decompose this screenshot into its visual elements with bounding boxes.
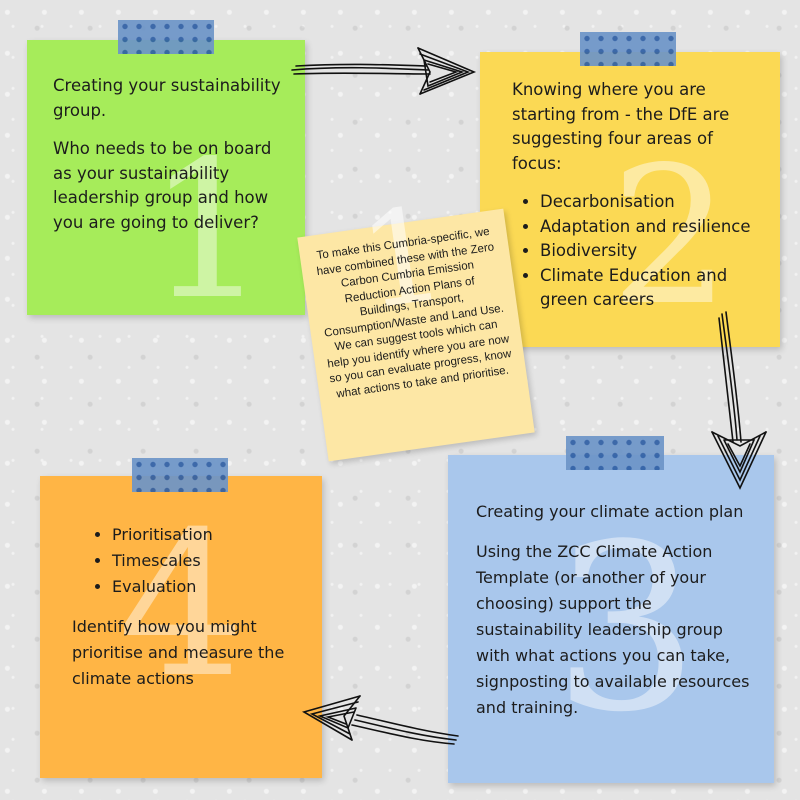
item-evaluation: Evaluation — [112, 574, 304, 600]
step-4-body: Identify how you might prioritise and me… — [72, 617, 285, 688]
focus-item-decarbonisation: Decarbonisation — [540, 190, 766, 215]
step-2-focus-list: Decarbonisation Adaptation and resilienc… — [512, 190, 766, 313]
step-4-list: Prioritisation Timescales Evaluation — [72, 522, 304, 600]
focus-item-biodiversity: Biodiversity — [540, 239, 766, 264]
step-1-note: 1 Creating your sustainability group. Wh… — [27, 40, 305, 326]
tape-3 — [566, 436, 664, 470]
step-3-heading: Creating your climate action plan — [476, 502, 744, 521]
tape-2 — [580, 32, 676, 66]
step-2-note: 2 Knowing where you are starting from - … — [480, 52, 780, 347]
tape-1 — [118, 20, 214, 54]
item-prioritisation: Prioritisation — [112, 522, 304, 548]
focus-item-climate-education: Climate Education and green careers — [540, 264, 766, 313]
step-4-note: 4 Prioritisation Timescales Evaluation I… — [40, 476, 322, 778]
item-timescales: Timescales — [112, 548, 304, 574]
step-1-body: Who needs to be on board as your sustain… — [53, 139, 272, 232]
tape-4 — [132, 458, 228, 492]
step-3-note: 3 Creating your climate action plan Usin… — [448, 455, 774, 783]
step-1-heading: Creating your sustainability group. — [53, 76, 281, 120]
step-3-body: Using the ZCC Climate Action Template (o… — [476, 542, 750, 717]
step-2-heading: Knowing where you are starting from - th… — [512, 80, 730, 173]
arrow-step1-to-step2 — [291, 47, 477, 95]
cumbria-side-note: 1 To make this Cumbria-specific, we have… — [297, 177, 535, 462]
side-note-text: To make this Cumbria-specific, we have c… — [315, 225, 513, 401]
arrow-step3-to-step4 — [301, 695, 459, 745]
focus-item-adaptation: Adaptation and resilience — [540, 215, 766, 240]
